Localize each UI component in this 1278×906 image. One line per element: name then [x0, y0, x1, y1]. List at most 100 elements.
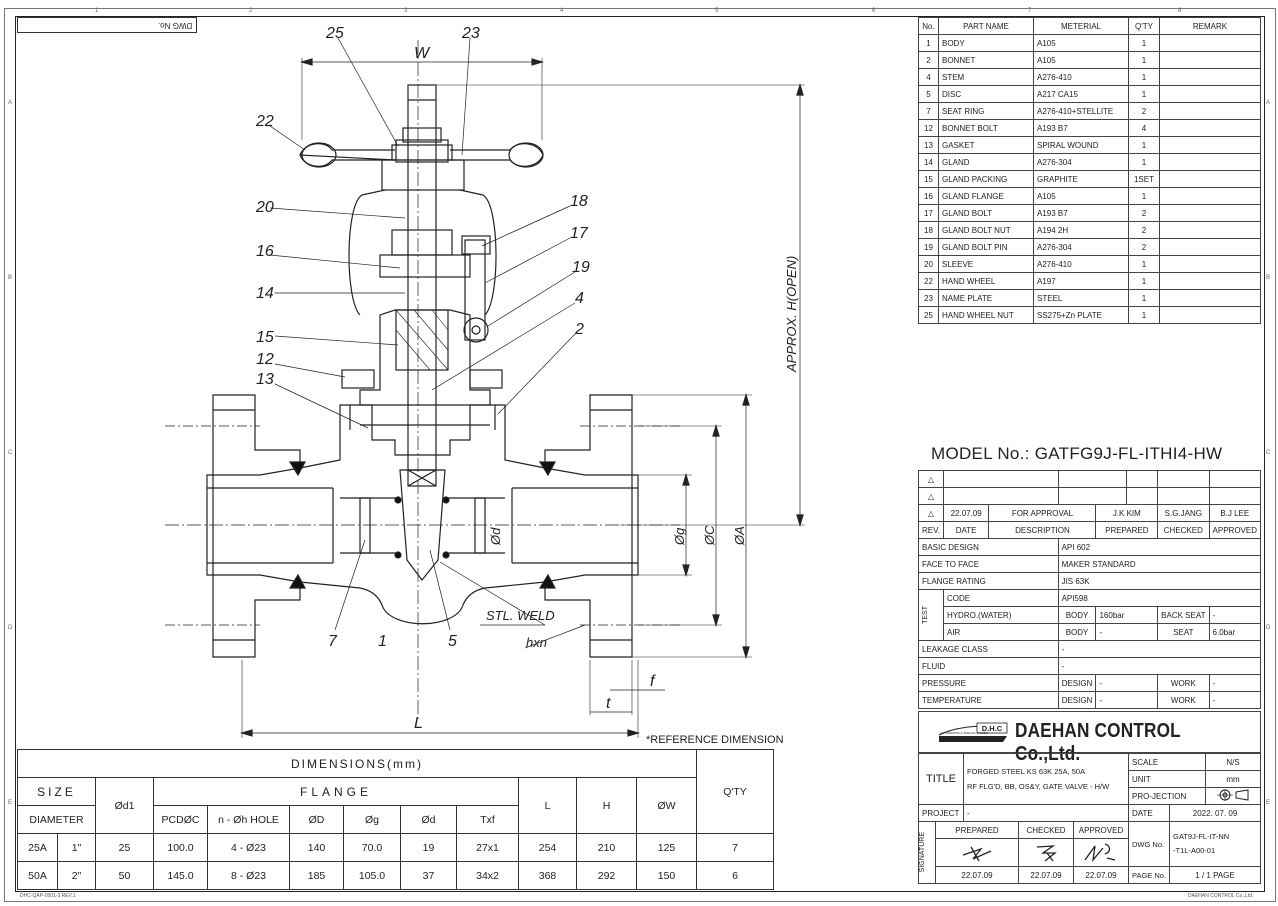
parts-cell-no: 1 — [918, 34, 939, 52]
dimensions-cell-holes: 8 - Ø23 — [207, 861, 290, 890]
sheet-outer-frame — [4, 8, 1276, 902]
header-cell: REMARK — [1159, 17, 1261, 35]
spec-value: MAKER STANDARD — [1057, 555, 1262, 573]
reference-note: *REFERENCE DIMENSION — [646, 734, 784, 746]
parts-cell-name: GLAND FLANGE — [938, 187, 1034, 205]
parts-cell-remark — [1159, 272, 1261, 290]
rev-header: DATE — [942, 521, 990, 539]
parts-cell-no: 18 — [918, 221, 939, 239]
parts-cell-no: 5 — [918, 85, 939, 103]
spec-value: - — [1057, 657, 1262, 675]
callout: 1 — [378, 633, 387, 650]
parts-cell-qty: 1 — [1128, 51, 1160, 69]
dim-l-label: L — [414, 715, 423, 732]
parts-cell-remark — [1159, 85, 1261, 103]
parts-cell-no: 23 — [918, 289, 939, 307]
signature-label: SIGNATURE — [919, 832, 926, 873]
rev-date: 22.07.09 — [942, 504, 990, 522]
parts-cell-no: 25 — [918, 306, 939, 324]
parts-cell-material: A276-410 — [1033, 255, 1129, 273]
title-text: FORGED STEEL KS 63K 25A, 50A RF FLG'D, B… — [963, 753, 1129, 805]
title-line: RF FLG'D, BB, OS&Y, GATE VALVE - H/W — [967, 782, 1110, 791]
parts-cell-material: GRAPHITE — [1033, 170, 1129, 188]
spec-label: CODE — [942, 589, 1059, 607]
logo-text: D.H.C — [982, 724, 1003, 733]
dimensions-cell-g: 70.0 — [343, 833, 401, 862]
parts-cell-remark — [1159, 289, 1261, 307]
rev-header: DESCRIPTION — [988, 521, 1097, 539]
zone-label: C — [8, 450, 13, 456]
parts-cell-material: A194 2H — [1033, 221, 1129, 239]
parts-cell-name: GLAND BOLT PIN — [938, 238, 1034, 256]
parts-cell-qty: 4 — [1128, 119, 1160, 137]
zone-label: 8 — [1178, 8, 1182, 14]
parts-cell-material: A105 — [1033, 187, 1129, 205]
header-cell: No. — [918, 17, 939, 35]
dimensions-cell-W: 150 — [636, 861, 697, 890]
flange-col-header: Øg — [343, 805, 401, 834]
rev-header: CHECKED — [1157, 521, 1210, 539]
callout: 16 — [256, 243, 274, 260]
callout: 20 — [255, 199, 274, 216]
parts-cell-no: 19 — [918, 238, 939, 256]
signature-date: 22.07.09 — [935, 866, 1019, 884]
zone-label: B — [8, 275, 13, 281]
dimensions-cell-size_in: 1" — [57, 833, 96, 862]
parts-cell-no: 13 — [918, 136, 939, 154]
zone-label: C — [1266, 450, 1271, 456]
signature-date-row: 22.07.09 22.07.09 22.07.09 PAGE No. 1 / … — [919, 866, 1261, 884]
parts-cell-name: SEAT RING — [938, 102, 1034, 120]
rev-prepared: J.K KIM — [1095, 504, 1159, 522]
dim-hxn-label: hxn — [526, 635, 547, 650]
zone-label: 2 — [249, 8, 253, 14]
spec-value: - — [1208, 674, 1262, 692]
dwg-number-line: GAT9J-FL-IT-NN — [1173, 832, 1230, 841]
zone-label: B — [1266, 275, 1271, 281]
flange-col-header: n - Øh HOLE — [207, 805, 290, 834]
parts-cell-remark — [1159, 187, 1261, 205]
parts-cell-name: BONNET BOLT — [938, 119, 1034, 137]
parts-cell-qty: 1 — [1128, 255, 1160, 273]
footer-form-code: DHC-QAP-0501-3 REV.1 — [20, 893, 76, 899]
project-row: PROJECT - DATE 2022. 07. 09 — [918, 804, 1261, 822]
title-line: FORGED STEEL KS 63K 25A, 50A — [967, 767, 1086, 776]
parts-cell-material: A276-410 — [1033, 68, 1129, 86]
weld-label: STL. WELD — [486, 608, 555, 623]
model-number: MODEL No.: GATFG9J-FL-ITHI4-HW — [931, 444, 1223, 463]
dimensions-cell-txf: 27x1 — [456, 833, 519, 862]
dwg-number: GAT9J-FL-IT-NN -T1L-A00-01 — [1169, 821, 1261, 867]
dimensions-cell-d1: 50 — [95, 861, 154, 890]
spec-value: 6.0bar — [1208, 623, 1262, 641]
spec-label: FLUID — [918, 657, 1059, 675]
spec-label: WORK — [1157, 691, 1210, 709]
dwg-number-line: -T1L-A00-01 — [1173, 846, 1216, 855]
company-logo: D.H.C AUTOMATION & SPECIAL VALVES — [938, 722, 1008, 742]
spec-value: API 602 — [1057, 538, 1262, 556]
revision-spec-table: △ △ △ 22.07.09 FOR APPROVAL J.K KIM S.G.… — [918, 470, 1262, 709]
spec-row: TEMPERATURE DESIGN - WORK - — [918, 691, 1262, 709]
parts-cell-material: A276-410+STELLITE — [1033, 102, 1129, 120]
parts-cell-name: GLAND PACKING — [938, 170, 1034, 188]
footer-company: DAEHAN CONTROL Co.,Ltd. — [1188, 893, 1254, 899]
parts-cell-no: 14 — [918, 153, 939, 171]
w-label: ØW — [636, 777, 697, 834]
dimensions-cell-holes: 4 - Ø23 — [207, 833, 290, 862]
scale-value: N/S — [1205, 753, 1261, 771]
parts-cell-material: A217 CA15 — [1033, 85, 1129, 103]
callout: 23 — [461, 25, 480, 42]
dimensions-cell-H: 292 — [576, 861, 637, 890]
scale-label: SCALE — [1127, 753, 1207, 771]
page-value: 1 / 1 PAGE — [1169, 866, 1261, 884]
parts-cell-qty: 1 — [1128, 68, 1160, 86]
signature-label-cell: SIGNATURE — [918, 821, 936, 884]
spec-row: TEST CODE API598 — [918, 589, 1262, 641]
d1-label: Ød1 — [95, 777, 154, 834]
